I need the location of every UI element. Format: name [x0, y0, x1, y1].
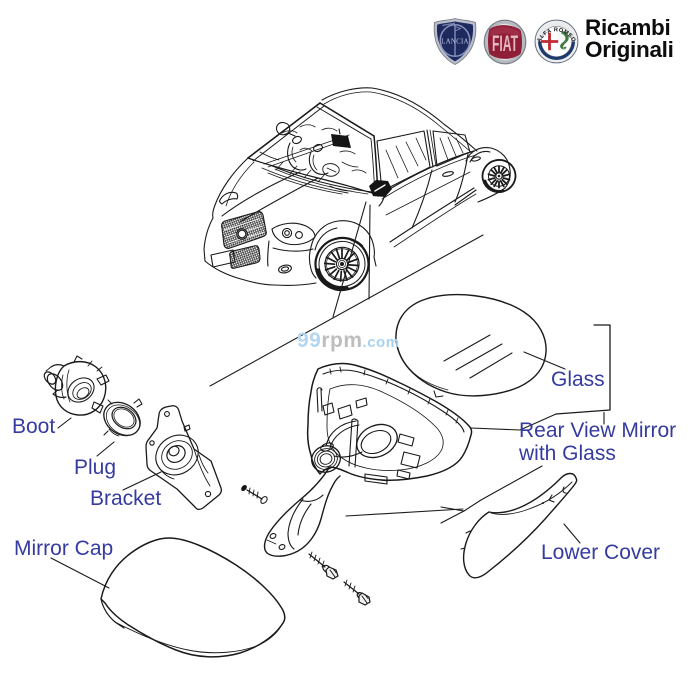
part-screws-drawing — [308, 551, 371, 606]
lancia-logo: LANCIA — [432, 17, 478, 71]
car-illustration — [203, 87, 517, 292]
leader-lines — [50, 201, 611, 589]
brand-title: Ricambi Originali — [585, 17, 674, 60]
label-bracket: Bracket — [90, 487, 162, 510]
label-glass: Glass — [551, 368, 605, 391]
label-plug: Plug — [74, 456, 117, 479]
part-lower-cover-drawing — [460, 472, 578, 579]
rear-wheel — [481, 159, 517, 193]
alfa-romeo-logo: ALFA ROMEO — [534, 19, 579, 69]
watermark: 99rpm.com — [297, 330, 400, 353]
front-wheel — [314, 236, 370, 292]
watermark-part1: 99 — [297, 329, 322, 352]
part-glass-drawing — [395, 293, 547, 398]
part-mirror-cap-drawing — [100, 537, 286, 658]
part-boot-drawing — [43, 355, 110, 416]
label-mirror-cap: Mirror Cap — [14, 537, 114, 560]
part-rear-view-mirror-drawing — [241, 362, 473, 557]
part-bracket-drawing — [145, 405, 223, 511]
fiat-logo: FIAT — [483, 19, 527, 70]
label-boot: Boot — [12, 415, 56, 438]
watermark-part3: .com — [362, 334, 400, 351]
brand-title-line1: Ricambi — [585, 15, 671, 40]
lancia-logo-text: LANCIA — [441, 37, 469, 45]
part-plug-drawing — [103, 398, 143, 437]
fiat-logo-text: FIAT — [492, 32, 518, 57]
watermark-part2: rpm — [321, 329, 363, 352]
brand-title-line2: Originali — [585, 36, 674, 62]
label-lower-cover: Lower Cover — [541, 541, 661, 564]
label-rear-view-mirror: Rear View Mirror with Glass — [519, 419, 677, 465]
